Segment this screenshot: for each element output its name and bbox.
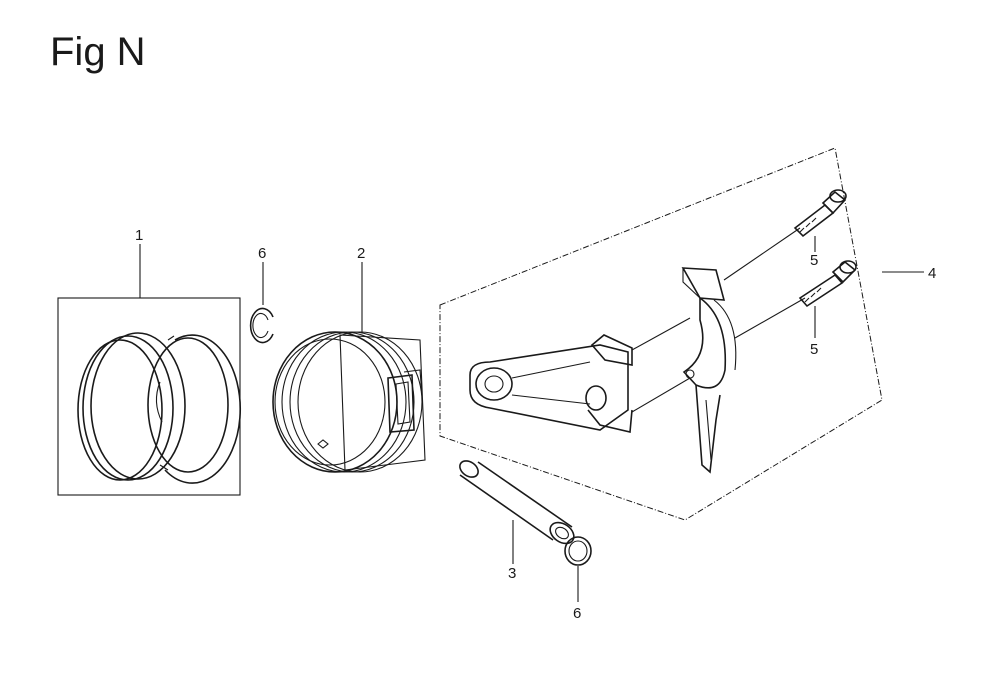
callout-5-upper: 5 <box>810 252 818 269</box>
rod-bolt-upper <box>793 189 847 238</box>
callout-1: 1 <box>135 227 143 244</box>
callout-6-left: 6 <box>258 245 266 262</box>
pin-clip-bottom <box>564 536 592 566</box>
connecting-rod-assembly <box>439 147 883 521</box>
callout-6-bottom: 6 <box>573 605 581 622</box>
rod-assembly-frame <box>439 147 883 521</box>
piston <box>272 331 426 473</box>
figure-title: Fig N <box>50 30 146 74</box>
piston-ring-set <box>57 297 242 496</box>
callout-5-lower: 5 <box>810 341 818 358</box>
rod-bolt-lower <box>798 260 857 308</box>
callout-2: 2 <box>357 245 365 262</box>
callout-4: 4 <box>928 265 936 282</box>
callout-3: 3 <box>508 565 516 582</box>
piston-pin <box>459 460 575 545</box>
pin-clip-left <box>249 307 274 344</box>
